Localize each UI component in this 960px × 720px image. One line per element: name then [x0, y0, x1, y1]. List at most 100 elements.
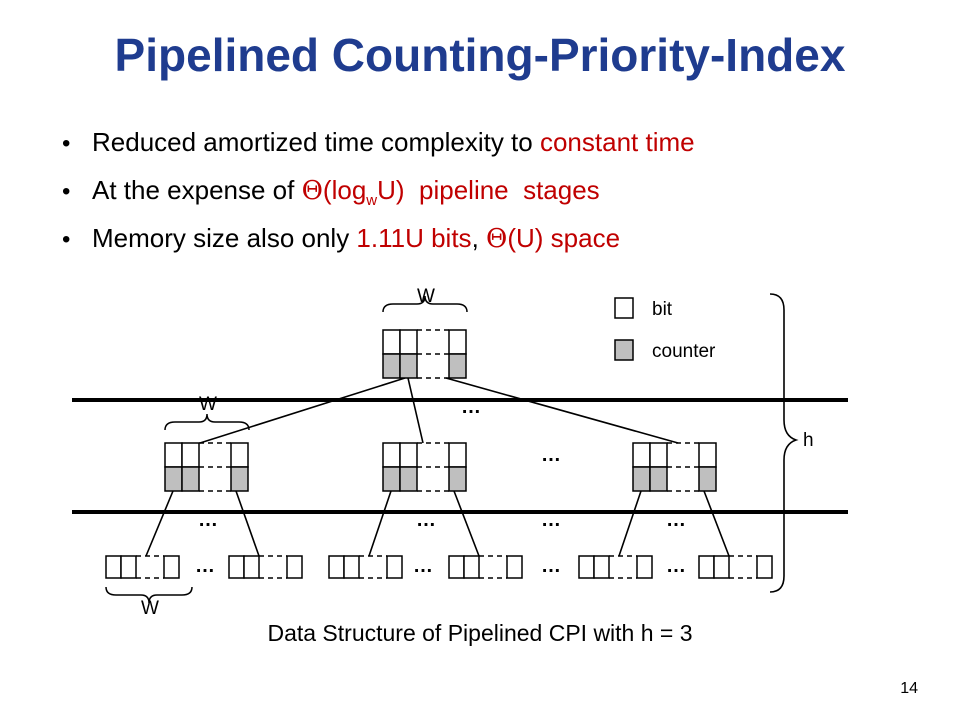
bit-cell: [698, 442, 717, 468]
ellipsis-icon: …: [541, 444, 561, 466]
slide-title: Pipelined Counting-Priority-Index: [114, 29, 846, 81]
theta-symbol: Θ: [301, 176, 323, 206]
bit-cell: [698, 555, 715, 579]
bullet-highlight: 1.11U bits: [356, 223, 472, 253]
bit-cell: [286, 555, 303, 579]
pipelined-cpi-diagram: ………………………… WWW bit counter h: [72, 286, 848, 619]
tree-edge: [407, 377, 424, 444]
bit-leaf-node: [105, 555, 180, 579]
bit-cell: [506, 555, 523, 579]
bullet-dot-icon: •: [62, 178, 71, 205]
bit-cell: [243, 555, 260, 579]
bullet-highlight: U) pipeline stages: [377, 175, 600, 205]
counter-cell: [399, 353, 418, 379]
bit-cell: [448, 442, 467, 468]
bit-cell: [713, 555, 730, 579]
bit-leaf-node: [228, 555, 303, 579]
bit-cell: [632, 442, 651, 468]
counter-cell: [698, 466, 717, 492]
bit-cell: [448, 555, 465, 579]
bit-cell: [649, 442, 668, 468]
log-subscript: w: [366, 192, 378, 210]
ellipsis-icon: …: [413, 555, 433, 577]
bullet-text: Memory size also only: [92, 223, 357, 253]
legend-counter-label: counter: [652, 341, 716, 362]
counter-cell: [230, 466, 249, 492]
bit-cell: [228, 555, 245, 579]
height-brace-icon: [769, 293, 799, 593]
legend: bit counter: [614, 297, 716, 362]
bit-cell: [120, 555, 137, 579]
bullet-text: Reduced amortized time complexity to: [92, 127, 540, 157]
bullet-highlight: (U) space: [507, 223, 621, 253]
width-label: W: [199, 394, 217, 415]
bit-cell: [578, 555, 595, 579]
bullet-dot-icon: •: [62, 130, 71, 157]
bit-cell: [181, 442, 200, 468]
legend-bit-swatch: [614, 297, 634, 319]
width-label: W: [417, 286, 435, 307]
ellipsis-icon: …: [541, 555, 561, 577]
counter-node: [164, 442, 249, 492]
bit-leaf-node: [328, 555, 403, 579]
width-brace-icon: [382, 295, 468, 313]
counter-node: [632, 442, 717, 492]
tree-edge: [368, 490, 392, 557]
tree-edges: [145, 377, 730, 557]
counter-cell: [448, 353, 467, 379]
width-brace-icon: [164, 413, 250, 431]
bit-cell: [382, 442, 401, 468]
counter-cell: [382, 466, 401, 492]
height-label: h: [803, 430, 814, 451]
width-brace-icon: [105, 586, 193, 604]
bit-cell: [636, 555, 653, 579]
bit-cell: [382, 329, 401, 355]
legend-bit-label: bit: [652, 299, 673, 320]
counter-cell: [632, 466, 651, 492]
counter-cell: [649, 466, 668, 492]
bit-leaf-node: [698, 555, 773, 579]
ellipsis-marks: …………………………: [195, 396, 686, 577]
counter-cell: [164, 466, 183, 492]
bit-cell: [230, 442, 249, 468]
tree-edge: [235, 490, 260, 557]
bit-cell: [105, 555, 122, 579]
bullet-item: • Memory size also only 1.11U bits, Θ(U) …: [62, 214, 695, 262]
tree-edge: [703, 490, 730, 557]
tree-edge: [445, 377, 679, 444]
diagram-caption: Data Structure of Pipelined CPI with h =…: [267, 620, 693, 646]
bit-cell: [448, 329, 467, 355]
ellipsis-icon: …: [666, 509, 686, 531]
bit-cell: [163, 555, 180, 579]
bit-leaf-node: [448, 555, 523, 579]
width-braces: W W W: [105, 286, 468, 619]
tree-edge: [618, 490, 642, 557]
page-number: 14: [900, 680, 918, 697]
pipeline-stage-lines: [72, 398, 848, 514]
width-label: W: [141, 598, 159, 619]
ellipsis-icon: …: [666, 555, 686, 577]
bit-cell: [343, 555, 360, 579]
counter-node: [382, 442, 467, 492]
tree-nodes: [105, 329, 773, 579]
bit-cell: [399, 329, 418, 355]
bit-cell: [164, 442, 183, 468]
bullet-text: At the expense of: [92, 175, 302, 205]
bit-cell: [328, 555, 345, 579]
bullet-separator: ,: [471, 223, 487, 253]
bullet-highlight: (log: [322, 175, 367, 205]
counter-cell: [399, 466, 418, 492]
tree-edge: [145, 490, 174, 557]
ellipsis-icon: …: [198, 509, 218, 531]
ellipsis-icon: …: [195, 555, 215, 577]
bullet-highlight: constant time: [539, 127, 695, 157]
bit-leaf-node: [578, 555, 653, 579]
bullet-dot-icon: •: [62, 226, 71, 253]
counter-cell: [448, 466, 467, 492]
bullet-list: • Reduced amortized time complexity to co…: [62, 118, 695, 262]
theta-symbol: Θ: [486, 224, 508, 254]
bit-cell: [386, 555, 403, 579]
bit-cell: [463, 555, 480, 579]
ellipsis-icon: …: [416, 509, 436, 531]
counter-node: [382, 329, 467, 379]
